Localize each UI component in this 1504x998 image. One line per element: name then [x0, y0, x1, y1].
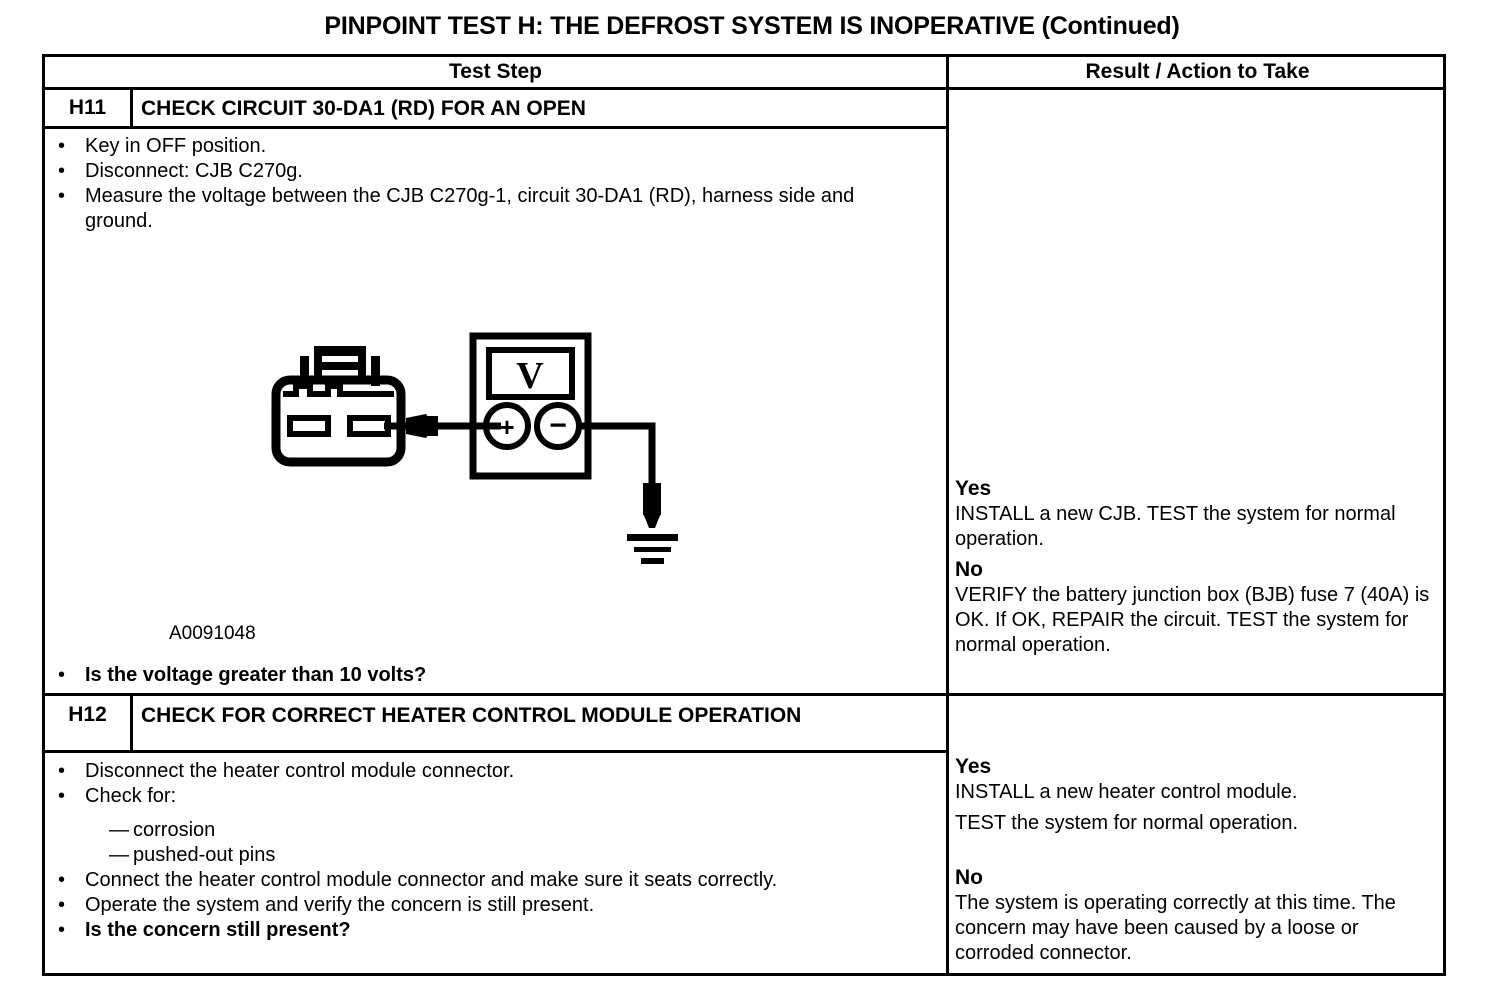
result-text-yes-line1: INSTALL a new heater control module.: [955, 781, 1298, 803]
step-id-h12: H12: [68, 703, 107, 726]
h11-h12-divider: [45, 693, 1443, 696]
bullet-text: Key in OFF position.: [85, 135, 267, 157]
pinpoint-test-table: Test Step Result / Action to Take H11 CH…: [42, 54, 1446, 976]
sub-bullet-text: pushed-out pins: [133, 844, 276, 866]
list-item: • Operate the system and verify the conc…: [45, 893, 935, 918]
bullet-marker: •: [58, 919, 66, 941]
connector-icon: [271, 346, 406, 467]
h12-id-divider: [130, 696, 133, 753]
list-item: • Is the voltage greater than 10 volts?: [45, 663, 935, 688]
bullet-marker: •: [58, 869, 66, 891]
bullet-text: Measure the voltage between the CJB C270…: [85, 185, 855, 232]
h11-title-bottom-rule: [45, 126, 946, 129]
list-item: • Connect the heater control module conn…: [45, 868, 935, 893]
bullet-marker: •: [58, 185, 66, 207]
bullet-marker: •: [58, 894, 66, 916]
list-item: • Is the concern still present?: [45, 918, 935, 943]
column-header-test-step: Test Step: [449, 60, 542, 83]
bullet-marker: •: [58, 760, 66, 782]
sub-list-item: — corrosion: [45, 818, 935, 843]
sub-bullet-text: corrosion: [133, 819, 216, 841]
result-label-no: No: [955, 866, 983, 889]
bullet-text: Connect the heater control module connec…: [85, 869, 778, 891]
probe-tip-icon: [406, 414, 438, 438]
meter-display-symbol: V: [516, 355, 544, 397]
step-title-h12: CHECK FOR CORRECT HEATER CONTROL MODULE …: [141, 704, 802, 727]
negative-terminal-label: −: [549, 409, 567, 442]
column-divider: [946, 57, 949, 973]
positive-terminal-label: +: [499, 412, 514, 442]
result-text-no: The system is operating correctly at thi…: [955, 892, 1396, 964]
list-item: • Disconnect the heater control module c…: [45, 759, 935, 784]
result-text-yes-line2: TEST the system for normal operation.: [955, 812, 1299, 834]
h11-result-yes: Yes INSTALL a new CJB. TEST the system f…: [955, 476, 1435, 552]
bullet-marker: •: [58, 664, 66, 686]
bullet-text: Disconnect the heater control module con…: [85, 760, 515, 782]
list-item: • Check for:: [45, 784, 935, 809]
step-title-h11: CHECK CIRCUIT 30-DA1 (RD) FOR AN OPEN: [141, 97, 586, 120]
result-label-yes: Yes: [955, 477, 992, 500]
ground-lead: [579, 422, 656, 488]
dash-marker: —: [109, 844, 129, 866]
question-text: Is the voltage greater than 10 volts?: [85, 664, 427, 686]
h12-title-bottom-rule: [45, 750, 946, 753]
diagram-svg: V + −: [271, 332, 678, 564]
column-header-result-action: Result / Action to Take: [1085, 60, 1310, 83]
table-header-row: Test Step Result / Action to Take: [45, 57, 1443, 90]
dash-marker: —: [109, 819, 129, 841]
voltmeter-test-diagram: V + −: [258, 328, 678, 573]
list-item: • Disconnect: CJB C270g.: [45, 159, 935, 184]
result-text-no: VERIFY the battery junction box (BJB) fu…: [955, 584, 1430, 656]
result-text-yes: INSTALL a new CJB. TEST the system for n…: [955, 503, 1396, 550]
h11-bullet-list: • Key in OFF position. • Disconnect: CJB…: [45, 134, 935, 234]
list-item: • Measure the voltage between the CJB C2…: [45, 184, 935, 234]
ground-symbol-icon: [627, 534, 678, 564]
bullet-marker: •: [58, 135, 66, 157]
bullet-marker: •: [58, 160, 66, 182]
ground-probe-icon: [643, 483, 661, 528]
result-label-yes: Yes: [955, 755, 992, 778]
bullet-text: Disconnect: CJB C270g.: [85, 160, 303, 182]
voltmeter-icon: V + −: [469, 332, 592, 480]
figure-id-label: A0091048: [169, 623, 256, 644]
step-id-h11: H11: [68, 96, 107, 119]
h12-bullet-list: • Disconnect the heater control module c…: [45, 759, 935, 943]
h11-id-divider: [130, 90, 133, 129]
bullet-text: Check for:: [85, 785, 177, 807]
result-label-no: No: [955, 558, 983, 581]
question-text: Is the concern still present?: [85, 919, 351, 941]
h11-question: • Is the voltage greater than 10 volts?: [45, 663, 935, 688]
h11-result-no: No VERIFY the battery junction box (BJB)…: [955, 557, 1435, 658]
bullet-marker: •: [58, 785, 66, 807]
h12-result-yes: Yes INSTALL a new heater control module.…: [955, 754, 1435, 836]
h12-result-no: No The system is operating correctly at …: [955, 865, 1435, 966]
list-item: • Key in OFF position.: [45, 134, 935, 159]
sub-list-item: — pushed-out pins: [45, 843, 935, 868]
bullet-text: Operate the system and verify the concer…: [85, 894, 595, 916]
page-title: PINPOINT TEST H: THE DEFROST SYSTEM IS I…: [324, 12, 1180, 40]
